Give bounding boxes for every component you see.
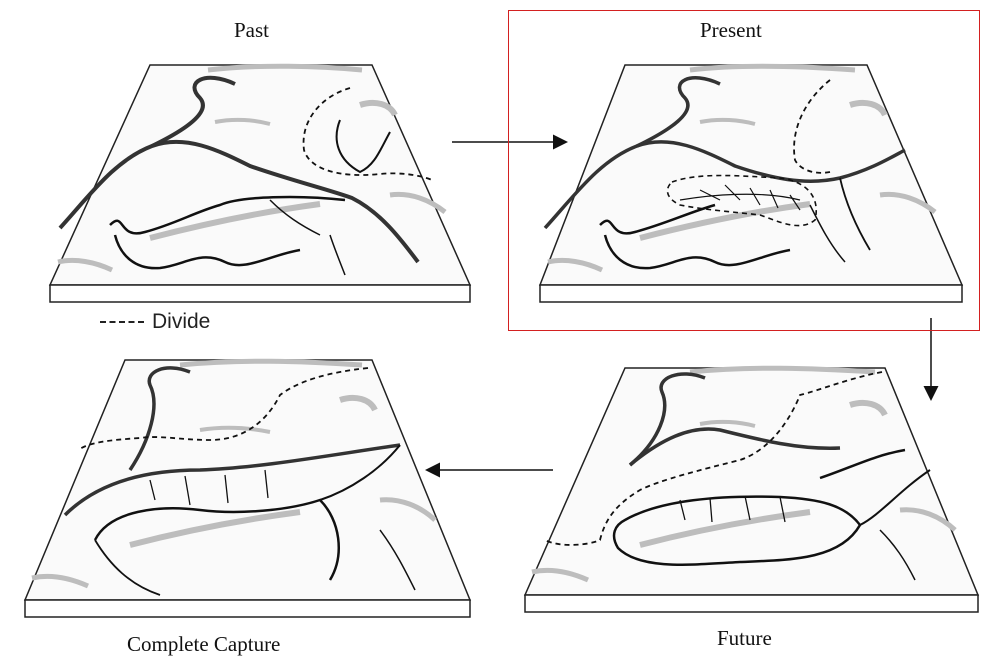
complete-capture-block bbox=[25, 360, 470, 617]
legend: Divide bbox=[100, 310, 210, 334]
past-title: Past bbox=[234, 18, 269, 43]
future-title: Future bbox=[717, 626, 772, 651]
past-block bbox=[50, 65, 470, 302]
dashed-line-swatch bbox=[100, 321, 144, 323]
present-highlight-box bbox=[508, 10, 980, 331]
future-block bbox=[525, 368, 978, 612]
complete-capture-title: Complete Capture bbox=[127, 632, 280, 657]
legend-divide-label: Divide bbox=[152, 310, 210, 334]
present-title: Present bbox=[700, 18, 762, 43]
